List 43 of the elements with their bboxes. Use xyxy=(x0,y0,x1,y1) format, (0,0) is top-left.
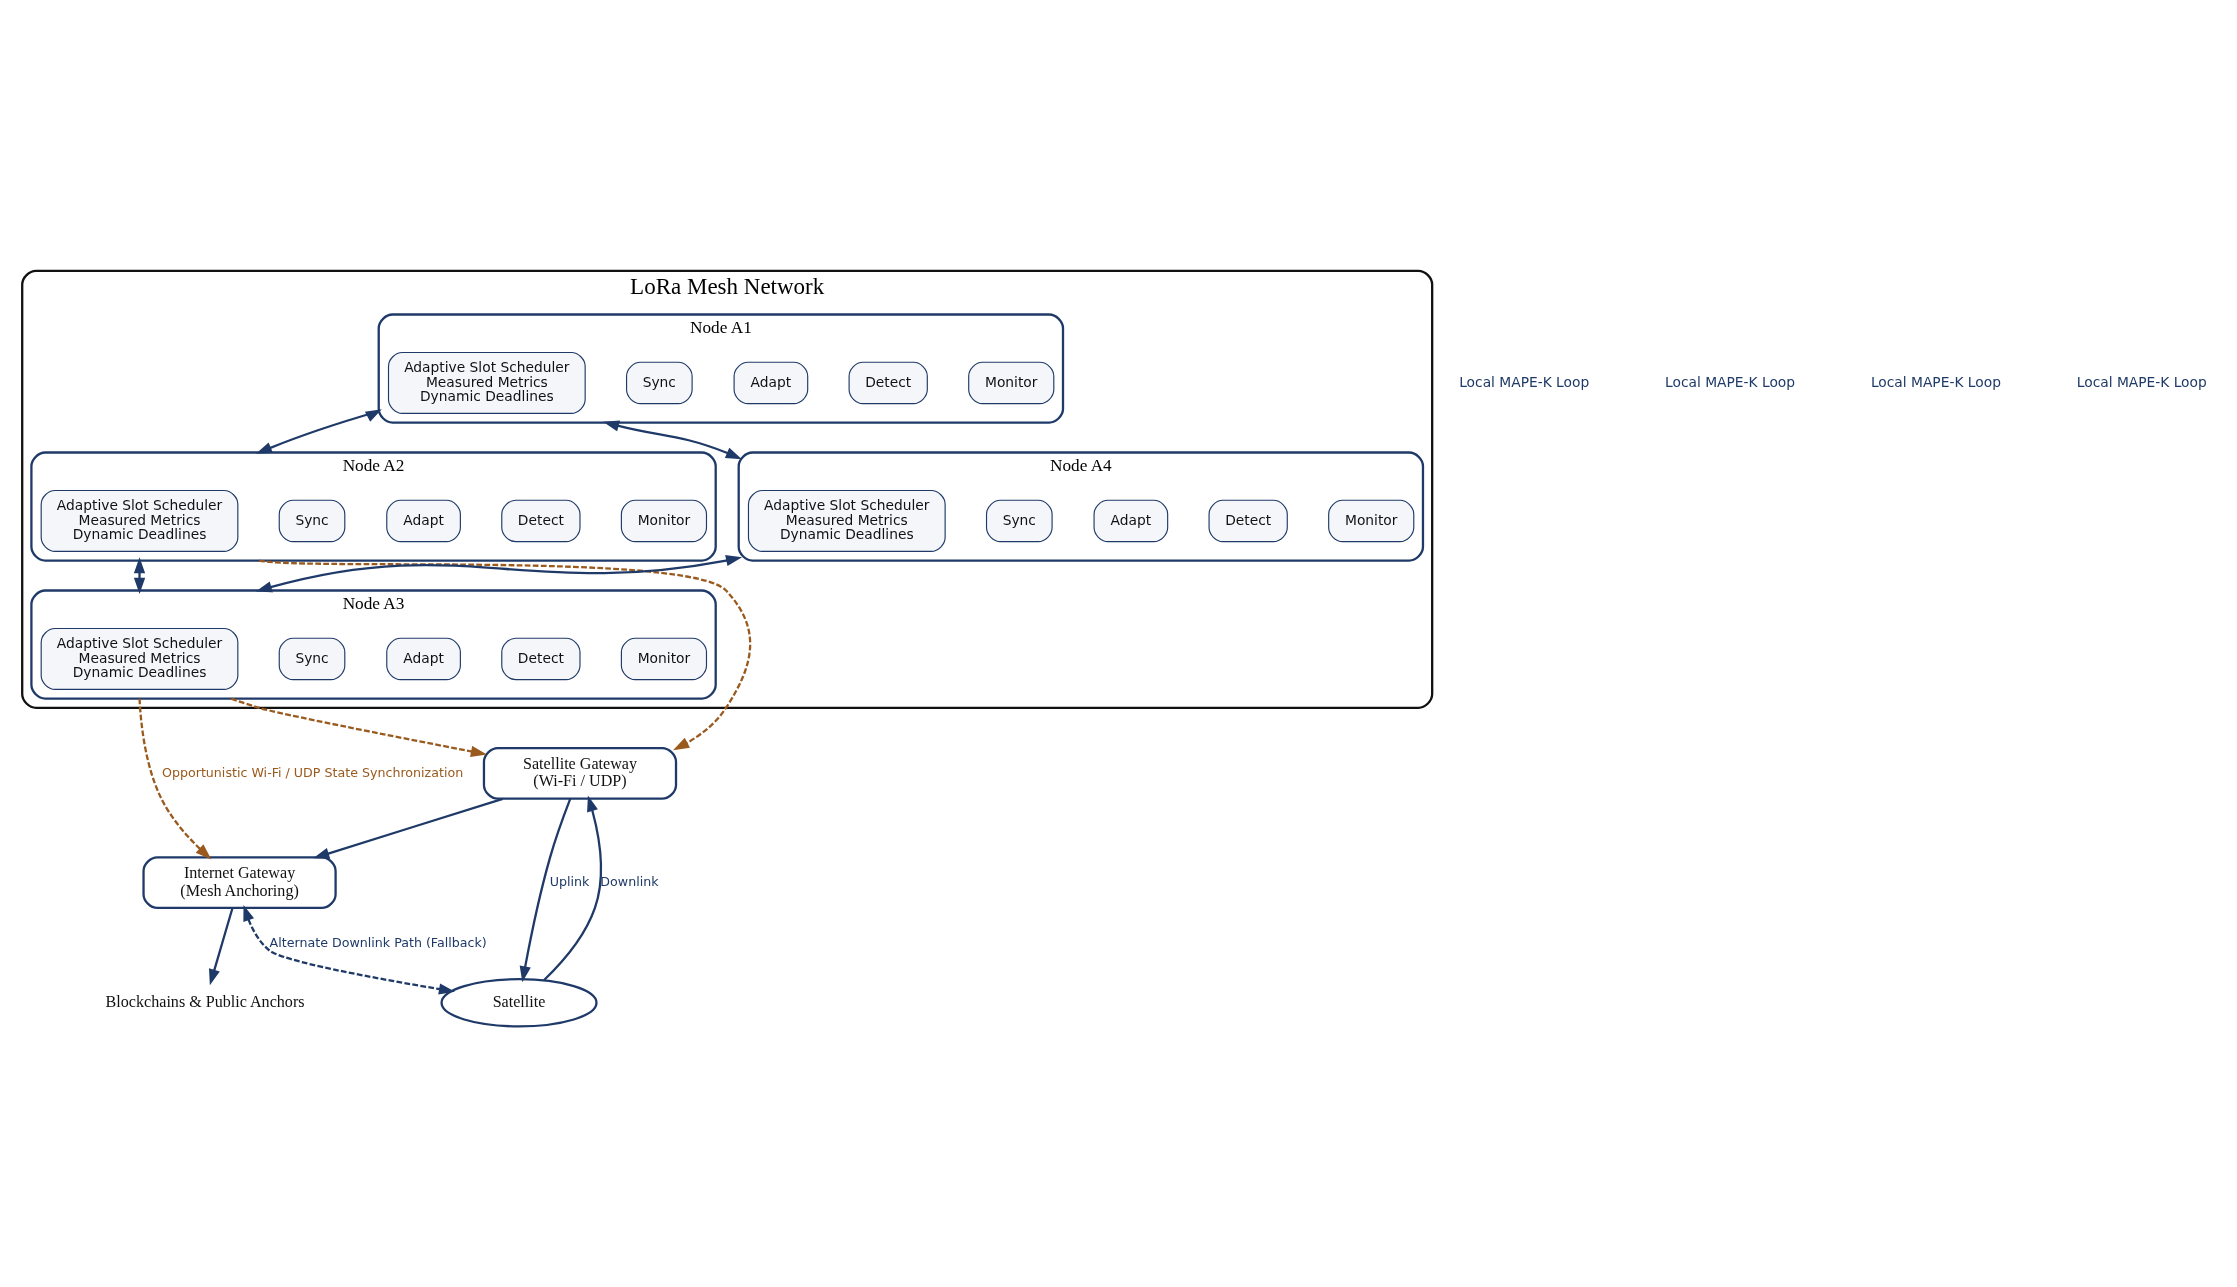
node-box: Adaptive Slot Scheduler Measured Metrics Dynamic Deadlines xyxy=(387,351,586,414)
arrow xyxy=(138,698,212,859)
node-text: Blockchains & Public Anchors xyxy=(105,992,305,1010)
node-box: Adapt xyxy=(1093,499,1169,542)
arrow xyxy=(543,795,602,981)
arrow xyxy=(230,697,487,757)
label: Local MAPE-K Loop xyxy=(1870,373,2001,389)
node-box: Internet Gateway (Mesh Anchoring) xyxy=(142,855,337,909)
label: Local MAPE-K Loop xyxy=(1665,373,1796,389)
node-box: Adapt xyxy=(386,637,461,680)
arrow xyxy=(255,554,743,592)
node-box: Sync xyxy=(278,499,346,542)
node-box: Adaptive Slot Scheduler Measured Metrics Dynamic Deadlines xyxy=(747,489,946,552)
node-box: Adaptive Slot Scheduler Measured Metrics Dynamic Deadlines xyxy=(40,489,239,552)
arrow xyxy=(243,904,456,995)
arrow xyxy=(208,907,234,985)
node-box: Monitor xyxy=(620,637,708,680)
node-box: Detect xyxy=(1208,499,1288,542)
arrow xyxy=(133,556,146,594)
arrow xyxy=(519,797,572,982)
node-box: Detect xyxy=(501,637,581,680)
arrow xyxy=(603,420,742,459)
edge-label: Uplink xyxy=(549,873,590,889)
node-box: Monitor xyxy=(620,499,708,542)
node-box: Detect xyxy=(848,361,928,404)
arrow xyxy=(255,408,382,454)
node-box: Sync xyxy=(985,499,1053,542)
node-box: Adapt xyxy=(733,361,809,404)
edge-label: Downlink xyxy=(600,873,659,889)
node-box: Satellite Gateway (Wi-Fi / UDP) xyxy=(482,746,678,800)
node-box: Sync xyxy=(278,637,346,680)
node-box: Detect xyxy=(501,499,581,542)
label: Local MAPE-K Loop xyxy=(1459,373,1590,389)
node-box: Adaptive Slot Scheduler Measured Metrics Dynamic Deadlines xyxy=(40,627,239,690)
node-box: Monitor xyxy=(968,361,1055,404)
node-box: Sync xyxy=(626,361,693,404)
arrow xyxy=(259,558,752,750)
label: Local MAPE-K Loop xyxy=(2076,373,2207,389)
node-box: Adapt xyxy=(386,499,461,542)
node-box: Monitor xyxy=(1328,499,1415,542)
edge-label: Alternate Downlink Path (Fallback) xyxy=(269,934,487,950)
edge-label: Opportunistic Wi-Fi / UDP State Synchronization xyxy=(161,764,464,780)
arrow xyxy=(313,797,504,859)
